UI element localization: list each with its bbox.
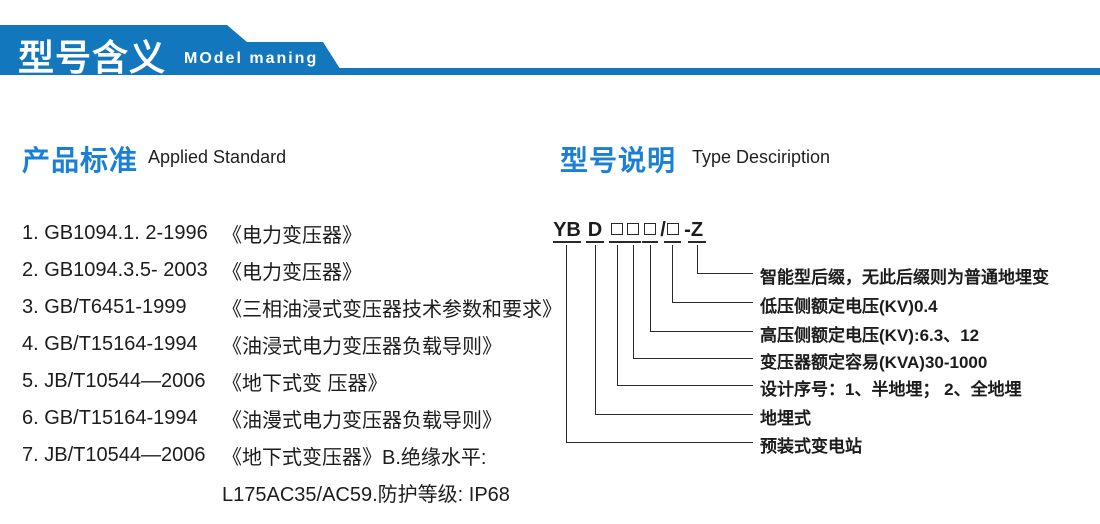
leader-line-box2 — [633, 245, 753, 359]
standard-title: 《地下式变压器》B.绝缘水平: — [222, 447, 487, 469]
model-code-prefix: YB — [553, 219, 581, 243]
model-code-box-1 — [609, 220, 625, 243]
leader-line-box4 — [672, 245, 753, 303]
standards-item: 4. GB/T15164-1994 《油浸式电力变压器负载导则》 — [22, 326, 552, 363]
box-glyph — [611, 223, 623, 235]
model-code-box-2 — [625, 220, 641, 243]
type-heading-zh: 型号说明 — [560, 145, 677, 176]
standards-item: 3. GB/T6451-1999 《三相油浸式变压器技术参数和要求》 — [22, 289, 562, 326]
leader-line-box3 — [650, 245, 753, 332]
standards-heading-en: Applied Standard — [148, 147, 287, 167]
leader-line-prefix — [566, 245, 753, 443]
standard-code: 6. GB/T15164-1994 — [22, 407, 198, 429]
model-code-box-4 — [664, 220, 681, 243]
box-glyph — [627, 223, 639, 235]
standard-code: 2. GB1094.3.5- 2003 — [22, 259, 208, 281]
leader-line-d — [595, 245, 753, 415]
diagram-label-suffix: 智能型后缀，无此后缀则为普通地埋变 — [760, 268, 1049, 287]
standards-item: 5. JB/T10544—2006 《地下式变 压器》 — [22, 363, 552, 400]
box-glyph — [666, 223, 679, 235]
standard-title: 《电力变压器》 — [222, 262, 362, 284]
standard-title: 《油浸式电力变压器负载导则》 — [222, 336, 502, 358]
model-code-dash: - — [684, 219, 691, 241]
leader-line-suffix — [697, 245, 753, 274]
standards-list: 1. GB1094.1. 2-1996 《电力变压器》 2. GB1094.3.… — [22, 215, 562, 511]
leader-line-box1 — [617, 245, 753, 386]
model-code-d: D — [586, 219, 604, 243]
standard-code: 3. GB/T6451-1999 — [22, 296, 187, 318]
standard-code: 5. JB/T10544—2006 — [22, 370, 206, 392]
standards-heading-zh: 产品标准 — [22, 145, 139, 176]
page-subtitle: MOdel maning — [184, 50, 319, 67]
page-title: 型号含义 — [18, 37, 167, 78]
model-code-box-3 — [642, 220, 658, 243]
diagram-label-prefab-substation: 预装式变电站 — [760, 437, 862, 456]
box-glyph — [644, 223, 656, 235]
standard-title: 《三相油浸式变压器技术参数和要求》 — [222, 299, 562, 321]
diagram-label-buried-type: 地埋式 — [760, 409, 811, 428]
diagram-label-hv-voltage: 高压侧额定电压(KV):6.3、12 — [760, 326, 980, 345]
standard-title: 《电力变压器》 — [222, 225, 362, 247]
header-underline-bar — [0, 68, 1100, 75]
standard-title: 《地下式变 压器》 — [222, 373, 388, 395]
type-heading-en: Type Desciription — [692, 147, 831, 167]
standards-item: 1. GB1094.1. 2-1996 《电力变压器》 — [22, 215, 552, 252]
model-code-slash: / — [660, 219, 666, 241]
standards-item: 7. JB/T10544—2006 《地下式变压器》B.绝缘水平: — [22, 437, 552, 474]
standard-code: 4. GB/T15164-1994 — [22, 333, 198, 355]
standard-title: 《油漫式电力变压器负载导则》 — [222, 410, 502, 432]
standard-code: 1. GB1094.1. 2-1996 — [22, 222, 208, 244]
model-code-suffix: Z — [688, 220, 706, 243]
standards-continuation: L175AC35/AC59.防护等级: IP68 — [222, 484, 510, 506]
diagram-label-design-number: 设计序号：1、半地埋； 2、全地埋 — [760, 380, 1022, 399]
standard-code: 7. JB/T10544—2006 — [22, 444, 206, 466]
standards-item: 2. GB1094.3.5- 2003 《电力变压器》 — [22, 252, 552, 289]
diagram-label-lv-voltage: 低压侧额定电压(KV)0.4 — [760, 297, 938, 316]
standards-item: 6. GB/T15164-1994 《油漫式电力变压器负载导则》 — [22, 400, 552, 437]
diagram-label-capacity: 变压器额定容易(KVA)30-1000 — [760, 353, 988, 372]
